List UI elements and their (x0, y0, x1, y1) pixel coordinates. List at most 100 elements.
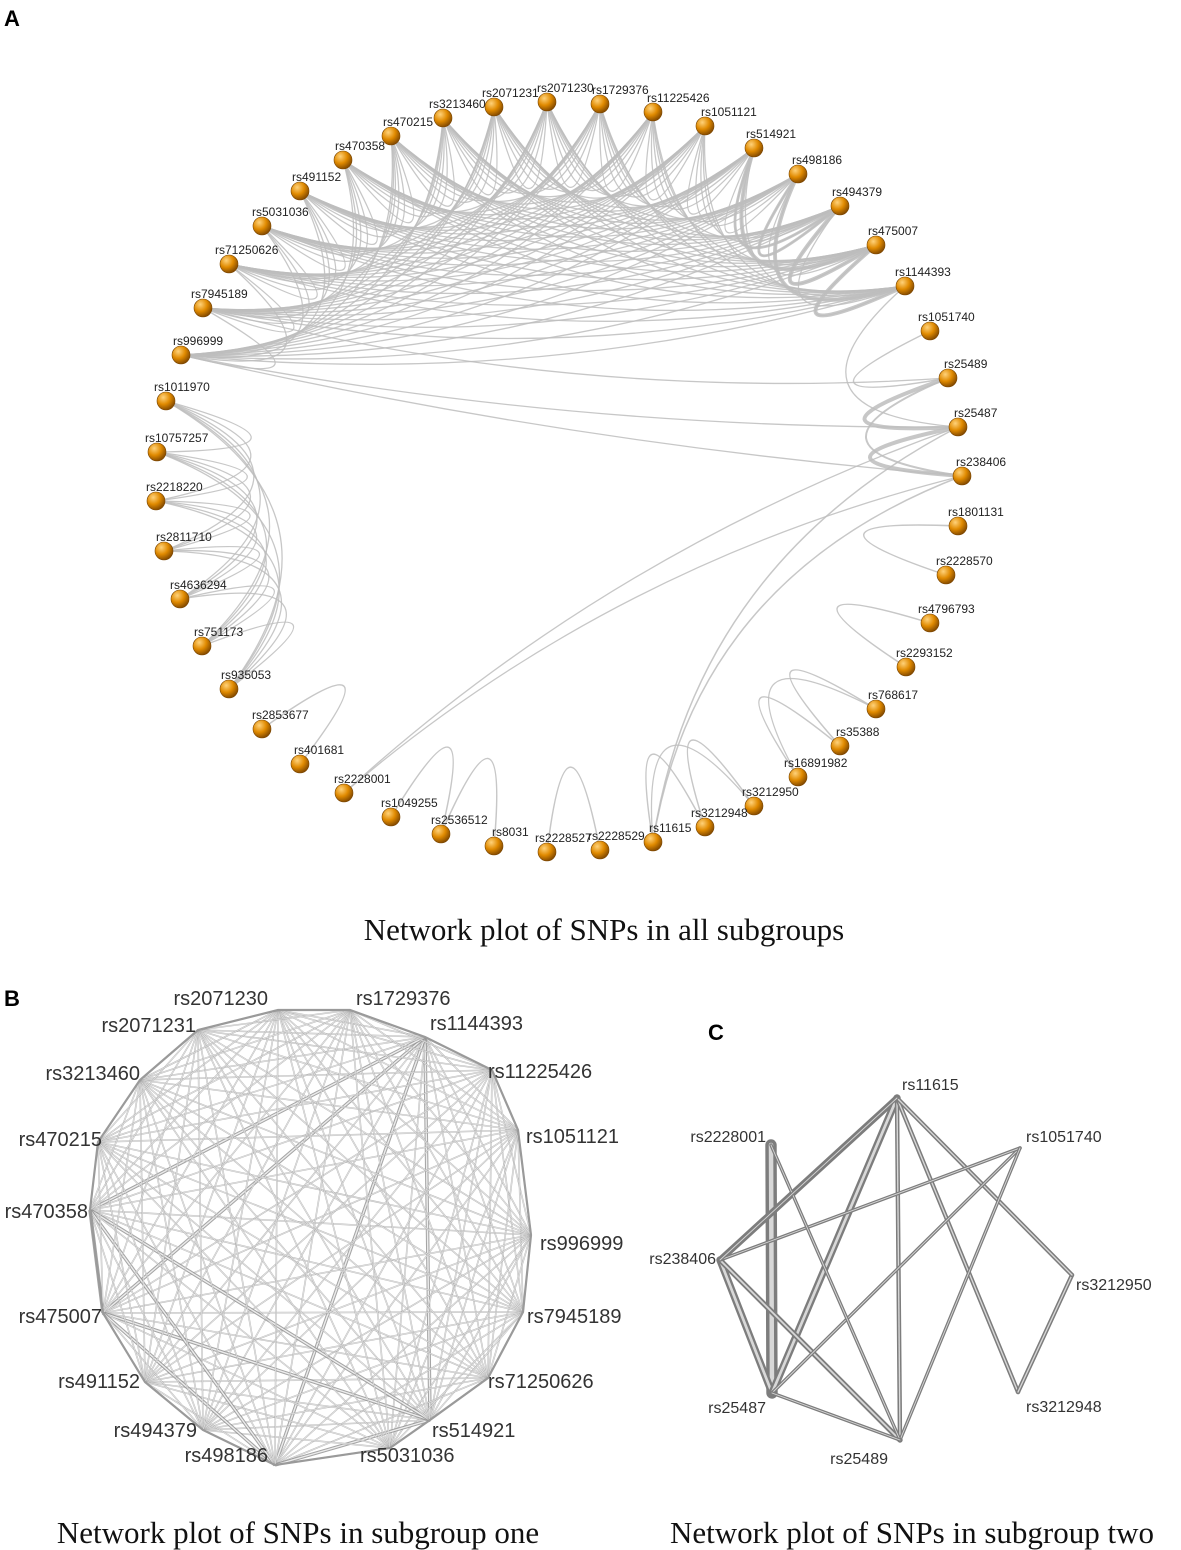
edge-rs1144393-rs5031036 (261, 225, 906, 312)
node-label-rs2536512: rs2536512 (431, 813, 488, 827)
edge-rs1729376-rs470215 (390, 103, 601, 202)
edge-rs768617-rs16891982 (767, 677, 877, 778)
edge-rs11225426-rs7945189 (202, 111, 654, 311)
node-rs768617 (866, 699, 886, 719)
node-label-rs5031036: rs5031036 (360, 1445, 455, 1467)
edge-rs514921-rs475007 (739, 147, 877, 271)
edge-highlight-rs494379-rs2071230 (202, 1009, 279, 1431)
edge-rs11225426-rs514921 (650, 111, 755, 210)
node-label-rs401681: rs401681 (294, 743, 344, 757)
edge-rs514921-rs494379 (733, 147, 841, 250)
panel-c-caption: Network plot of SNPs in subgroup two (670, 1515, 1154, 1550)
edge-highlight-rs1051740-rs25489 (899, 1147, 1021, 1441)
edge-rs491152-rs470358 (299, 159, 378, 246)
node-label-rs1011970: rs1011970 (154, 380, 210, 394)
edge-rs475007-rs7945189 (202, 244, 877, 328)
edge-highlight-rs491152-rs1729376 (144, 1009, 351, 1383)
edge-rs10757257-rs4636294 (156, 451, 258, 600)
node-label-rs2228001: rs2228001 (690, 1129, 766, 1146)
node-label-rs2218220: rs2218220 (146, 480, 203, 494)
node-label-rs25489: rs25489 (830, 1451, 888, 1468)
edge-rs7945189-rs25489 (202, 307, 949, 385)
edge-highlight-rs470358-rs2071230 (89, 1009, 279, 1211)
edge-highlight-rs494379-rs470358 (89, 1209, 204, 1431)
edge-highlight-rs11225426-rs498186 (274, 1069, 493, 1466)
edge-highlight-rs71250626-rs2071230 (277, 1009, 489, 1379)
node-rs16891982 (788, 767, 808, 787)
edge-highlight-rs2228001-rs25489 (770, 1144, 901, 1441)
node-label-rs2071231: rs2071231 (482, 86, 539, 100)
edge-highlight-rs514921-rs491152 (144, 1381, 431, 1421)
edge-highlight-rs1051121-rs2071231 (197, 1029, 519, 1131)
edge-highlight-rs7945189-rs2071230 (277, 1009, 524, 1313)
edge-highlight-rs475007-rs3213460 (102, 1079, 141, 1314)
edge-rs71250626-rs470215 (228, 135, 396, 280)
edge-highlight-rs1051121-rs71250626 (487, 1129, 519, 1379)
node-label-rs470358: rs470358 (5, 1201, 88, 1223)
edge-rs2071231-rs2071230 (493, 101, 548, 190)
edge-highlight-rs2071231-rs1729376 (197, 1009, 351, 1031)
edge-highlight-rs498186-rs3213460 (139, 1079, 276, 1466)
edge-rs2228001-rs25487 (343, 426, 959, 794)
edge-highlight-rs498186-rs2071231 (197, 1029, 276, 1466)
edge-highlight-rs7945189-rs2071231 (197, 1029, 524, 1313)
node-label-rs1051121: rs1051121 (526, 1126, 619, 1148)
node-rs4636294 (170, 589, 190, 609)
edge-highlight-rs514921-rs2071230 (277, 1009, 431, 1421)
edge-highlight-rs7945189-rs470358 (89, 1209, 524, 1313)
panel-c-edges (716, 1094, 1075, 1443)
edge-highlight-rs470358-rs3213460 (89, 1079, 141, 1211)
edge-highlight-rs498186-rs1729376 (274, 1009, 351, 1466)
edge-rs1011970-rs2218220 (155, 400, 252, 502)
edge-rs2218220-rs4636294 (155, 500, 258, 600)
edge-rs25489-rs25487 (862, 376, 959, 431)
edge-rs2536512-rs1049255 (390, 746, 454, 835)
edge-rs2071230-rs1729376 (546, 101, 601, 189)
node-label-rs470215: rs470215 (19, 1129, 102, 1151)
edge-rs768617-rs35388 (789, 669, 877, 747)
edge-highlight-rs494379-rs475007 (102, 1312, 204, 1431)
edge-rs2071231-rs1729376 (493, 103, 601, 190)
edge-highlight-rs475007-rs1729376 (102, 1009, 351, 1314)
edge-rs498186-rs996999 (180, 173, 799, 356)
edge-highlight-rs5031036-rs491152 (144, 1381, 391, 1449)
panel-b-edges (88, 1008, 533, 1467)
edge-rs401681-rs2853677 (261, 684, 346, 765)
edge-rs4636294-rs935053 (179, 592, 287, 690)
node-label-rs514921: rs514921 (432, 1420, 515, 1442)
edge-highlight-rs494379-rs3213460 (139, 1079, 204, 1431)
edge-rs11225426-rs470215 (390, 111, 654, 205)
node-rs3212948 (695, 817, 715, 837)
edge-highlight-rs470215-rs2071230 (97, 1009, 279, 1143)
node-label-rs35388: rs35388 (836, 725, 880, 739)
edge-rs1729376-rs11225426 (599, 103, 654, 192)
panel-a-network: rs3213460rs2071231rs2071230rs1729376rs11… (145, 81, 1006, 862)
node-rs498186 (788, 164, 808, 184)
edge-rs2228529-rs2228527 (546, 766, 601, 853)
node-label-rs491152: rs491152 (58, 1371, 140, 1393)
edge-rs996999-rs470215 (180, 135, 393, 356)
node-label-rs2811710: rs2811710 (156, 530, 212, 544)
node-rs2293152 (896, 657, 916, 677)
edge-rs5031036-rs470215 (261, 135, 400, 257)
edge-highlight-rs491152-rs3213460 (139, 1079, 146, 1383)
edge-highlight-rs11225426-rs494379 (202, 1069, 493, 1431)
node-rs25489 (938, 368, 958, 388)
edge-highlight-rs3212950-rs11615 (896, 1097, 1073, 1276)
node-rs935053 (219, 679, 239, 699)
edge-rs1011970-rs935053 (165, 400, 283, 690)
edge-highlight-rs475007-rs470215 (97, 1141, 104, 1314)
node-rs996999 (171, 345, 191, 365)
edge-rs10757257-rs751173 (156, 451, 268, 647)
edge-highlight-rs498186-rs2071230 (274, 1009, 279, 1466)
edge-highlight-rs514921-rs1729376 (349, 1009, 431, 1421)
node-rs2228570 (936, 565, 956, 585)
edge-highlight-rs5031036-rs475007 (102, 1312, 391, 1449)
edge-highlight-rs238406-rs11615 (719, 1097, 898, 1261)
edge-rs475007-rs71250626 (228, 244, 877, 306)
node-label-rs3212950: rs3212950 (742, 785, 799, 799)
edge-rs3213460-rs2071230 (442, 101, 548, 194)
node-rs1051740 (920, 321, 940, 341)
node-rs35388 (830, 736, 850, 756)
edge-highlight-rs2228001-rs25487 (768, 1142, 775, 1396)
